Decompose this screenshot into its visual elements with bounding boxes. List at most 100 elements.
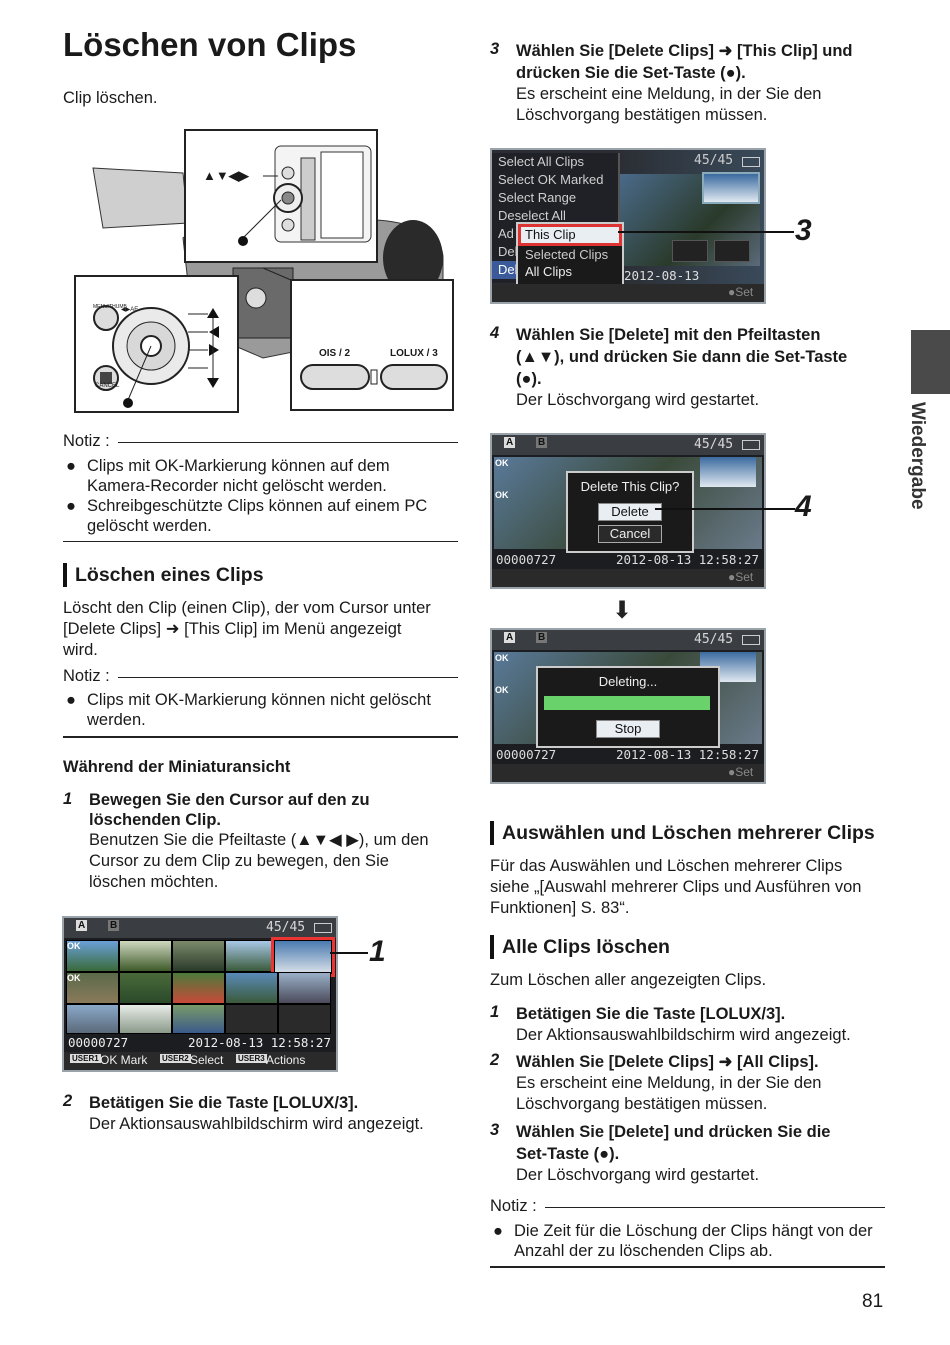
thumbnail: [700, 457, 756, 487]
clip-counter: 45/45: [694, 153, 734, 168]
note-line: werden.: [87, 711, 146, 729]
step-head: Wählen Sie [Delete Clips] ➜ [All Clips].: [516, 1053, 819, 1071]
note-rule: [118, 677, 458, 678]
slot-b-icon: B: [536, 437, 548, 448]
delete-button[interactable]: Delete: [598, 503, 662, 521]
selected-thumbnail[interactable]: [271, 937, 335, 977]
menu-item-deselect-all[interactable]: Deselect All: [498, 208, 566, 223]
delete-clips-submenu: This Clip Selected Clips All Clips: [516, 222, 624, 286]
thumbnail[interactable]: [172, 940, 225, 972]
slot-b-icon: B: [108, 920, 120, 931]
step-body: Der Aktionsauswahlbildschirm wird angeze…: [516, 1026, 851, 1044]
step: Betätigen Sie die Taste [LOLUX/3]. Der A…: [89, 1092, 469, 1135]
page-title: Löschen von Clips: [63, 26, 357, 63]
menu-screen: 45/45 Select All Clips Select OK Marked …: [490, 148, 766, 304]
side-tab-marker: [911, 330, 950, 394]
thumbnail[interactable]: [119, 1004, 172, 1034]
cancel-button[interactable]: Cancel: [598, 525, 662, 543]
section-text: Zum Löschen aller angezeigten Clips.: [490, 971, 767, 989]
section-text: Löscht den Clip (einen Clip), der vom Cu…: [63, 598, 463, 661]
note-line: Clips mit OK-Markierung können nicht gel…: [87, 691, 431, 709]
thumbnail[interactable]: [119, 972, 172, 1004]
ok-mark: OK: [495, 490, 509, 500]
menu-item-add[interactable]: Ad: [498, 226, 514, 241]
section-heading: Löschen eines Clips: [63, 563, 264, 587]
submenu-selected-clips[interactable]: Selected Clips: [525, 247, 609, 262]
film-placeholder-icon[interactable]: [225, 1004, 278, 1034]
menu-item-delete[interactable]: Del: [498, 244, 518, 259]
set-hint: ●Set: [728, 285, 754, 299]
film-placeholder-icon[interactable]: [278, 1004, 331, 1034]
bullet: ●: [493, 1222, 503, 1240]
menu-item-select-range[interactable]: Select Range: [498, 190, 577, 205]
stop-button[interactable]: Stop: [596, 720, 660, 738]
clip-counter: 45/45: [266, 920, 306, 935]
ois-label: OIS / 2: [319, 348, 351, 359]
progress-fill: [544, 696, 710, 710]
step-number: 3: [490, 1121, 500, 1139]
note-line: gelöscht werden.: [87, 517, 212, 535]
screen-topbar: A B 45/45: [64, 918, 336, 938]
step-number: 2: [63, 1092, 73, 1110]
section-heading: Auswählen und Löschen mehrerer Clips: [490, 821, 875, 845]
thumbnail[interactable]: [225, 972, 278, 1004]
thumbnail-screen: A B 45/45 OK OK 00000727 2012-08-13 12:5…: [62, 916, 338, 1072]
thumbnail[interactable]: [225, 940, 278, 972]
text-line: Funktionen] S. 83“.: [490, 899, 630, 917]
clip-counter: 45/45: [694, 632, 734, 647]
thumbnail: [702, 172, 760, 204]
submenu-all-clips[interactable]: All Clips: [525, 264, 572, 279]
deleting-screen: A B 45/45 OK OK Deleting... Stop 0000072…: [490, 628, 766, 784]
ok-mark: OK: [495, 685, 509, 695]
thumbnail[interactable]: [172, 972, 225, 1004]
dialog-question: Delete This Clip?: [580, 479, 680, 494]
callout-line: [655, 508, 795, 510]
step-body: Löschvorgang bestätigen müssen.: [516, 1095, 768, 1113]
note-line: Anzahl der zu löschenden Clips ab.: [514, 1242, 773, 1260]
battery-icon: [742, 157, 760, 167]
note-label: Notiz :: [490, 1197, 537, 1215]
note-item: ● Clips mit OK-Markierung können auf dem…: [66, 456, 461, 496]
ok-mark: OK: [67, 973, 81, 983]
menu-item-select-ok[interactable]: Select OK Marked: [498, 172, 604, 187]
thumbnail[interactable]: [66, 940, 119, 972]
step-head: (●).: [516, 370, 542, 388]
menu-thumb-label: MENU/THUMB: [93, 304, 127, 310]
note-item: ● Schreibgeschützte Clips können auf ein…: [66, 496, 461, 536]
step-body: Der Aktionsauswahlbildschirm wird angeze…: [89, 1115, 424, 1133]
thumbnail[interactable]: [66, 972, 119, 1004]
menu-item-select-all[interactable]: Select All Clips: [498, 154, 584, 169]
thumbnail[interactable]: [172, 1004, 225, 1034]
thumbnail-grid: [66, 937, 335, 1034]
cancel-label: CANCEL: [95, 383, 120, 389]
step-number: 4: [490, 324, 500, 342]
text-line: Löscht den Clip (einen Clip), der vom Cu…: [63, 599, 431, 617]
step: Betätigen Sie die Taste [LOLUX/3]. Der A…: [516, 1003, 896, 1046]
clip-datetime: 2012-08-13 12:58:27: [616, 552, 759, 567]
step-head: Wählen Sie [Delete Clips] ➜ [This Clip] …: [516, 42, 853, 60]
thumbnail[interactable]: [278, 972, 331, 1004]
battery-icon: [742, 635, 760, 645]
screen-topbar: A B 45/45: [492, 435, 764, 455]
confirm-dialog: Delete This Clip? Delete Cancel: [566, 471, 694, 553]
thumbnail[interactable]: [119, 940, 172, 972]
step-head: Betätigen Sie die Taste [LOLUX/3].: [516, 1005, 786, 1023]
callout-number: 4: [795, 490, 812, 523]
bullet: ●: [66, 457, 76, 475]
divider: [63, 541, 458, 542]
note-rule: [545, 1207, 885, 1208]
step: Wählen Sie [Delete Clips] ➜ [All Clips].…: [516, 1051, 896, 1115]
confirm-screen: A B 45/45 OK OK Delete This Clip? Delete…: [490, 433, 766, 589]
step-head: Wählen Sie [Delete] und drücken Sie die: [516, 1123, 831, 1141]
menu-item-delete-clips[interactable]: Del: [492, 261, 518, 279]
text-line: siehe „[Auswahl mehrerer Clips und Ausfü…: [490, 878, 862, 896]
user3-label: Actions: [266, 1053, 306, 1067]
step-body: Benutzen Sie die Pfeiltaste (▲▼◀ ▶), um …: [89, 831, 429, 849]
arrow-down-icon: ⬇: [612, 597, 633, 624]
submenu-this-clip[interactable]: This Clip: [518, 224, 622, 246]
step-body: Es erscheint eine Meldung, in der Sie de…: [516, 85, 822, 103]
note-label: Notiz :: [63, 667, 110, 685]
thumbnail[interactable]: [66, 1004, 119, 1034]
page-number: 81: [862, 1291, 884, 1312]
clip-number: 00000727: [68, 1035, 129, 1050]
